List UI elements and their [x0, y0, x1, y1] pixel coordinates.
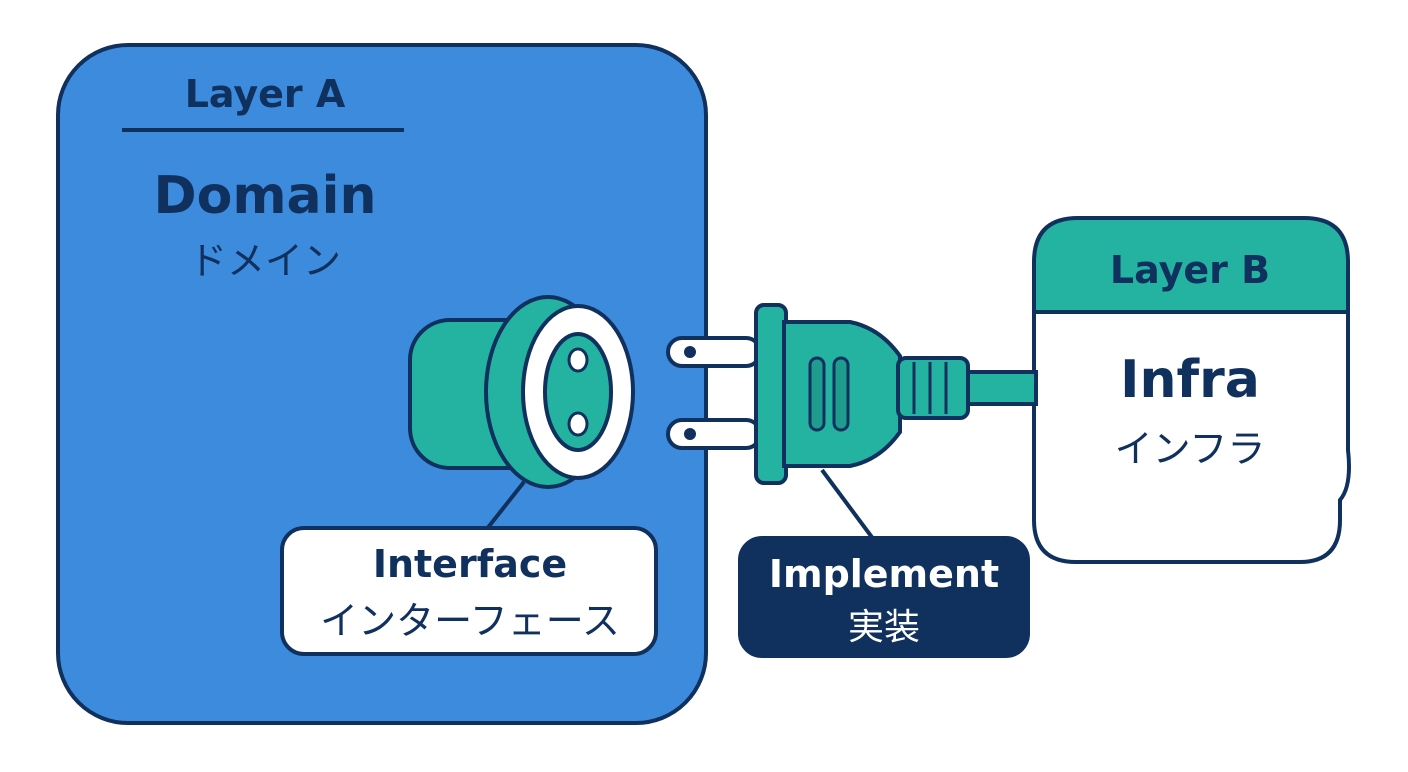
layer-b-header — [1032, 216, 1350, 314]
implement-callout-box — [738, 536, 1030, 658]
power-socket-icon — [408, 295, 635, 489]
interface-callout-box — [280, 526, 658, 656]
interface-label-en: Interface — [372, 542, 568, 586]
implement-label-en: Implement — [768, 552, 1000, 596]
interface-leader-line — [484, 480, 526, 532]
domain-label-jp: ドメイン — [188, 239, 341, 283]
infra-label-en: Infra — [1120, 350, 1260, 410]
power-plug-icon — [666, 303, 970, 485]
layer-b-box — [1032, 276, 1351, 564]
plug-cable — [964, 370, 1038, 406]
layer-a-title: Layer A — [184, 72, 346, 116]
implement-label-jp: 実装 — [847, 607, 920, 648]
interface-label-jp: インターフェース — [320, 599, 620, 643]
domain-label-en: Domain — [153, 166, 377, 226]
implement-leader-line — [820, 468, 876, 542]
infra-label-jp: インフラ — [1114, 427, 1266, 471]
layer-b-title: Layer B — [1109, 248, 1271, 292]
